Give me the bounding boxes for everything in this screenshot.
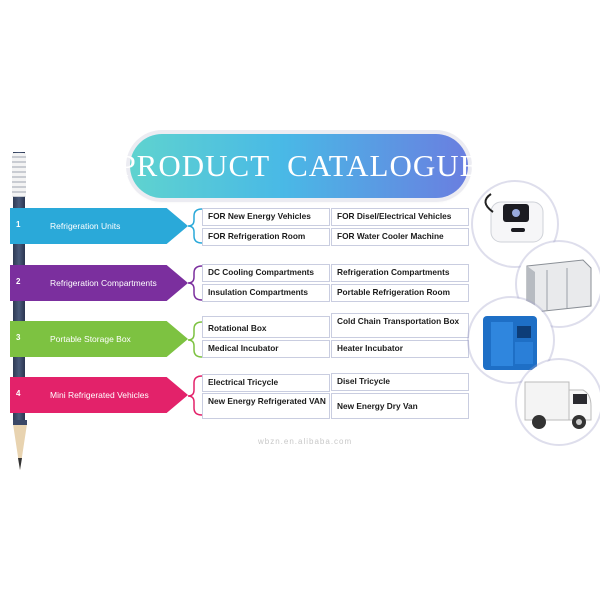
list-item[interactable]: FOR Refrigeration Room [202,228,330,246]
category-number: 3 [16,333,21,342]
category-label: Mini Refrigerated Vehicles [50,390,149,400]
storage-box-icon [483,316,537,370]
list-item[interactable]: Rotational Box [202,316,330,338]
category-number: 2 [16,277,21,286]
list-item[interactable]: Medical Incubator [202,340,330,358]
category-banner-mini-refrigerated-vehicles: 4 Mini Refrigerated Vehicles [10,377,188,413]
category-banner-portable-storage-box: 3 Portable Storage Box [10,321,188,357]
list-item[interactable]: New Energy Dry Van [331,393,469,419]
list-item[interactable]: DC Cooling Compartments [202,264,330,282]
title-banner: PRODUCT CATALOGUE [118,134,479,198]
category-label: Refrigeration Compartments [50,278,157,288]
page-title: PRODUCT CATALOGUE [118,148,480,183]
pencil-ferrule [12,153,26,197]
list-item[interactable]: Portable Refrigeration Room [331,284,469,302]
list-item[interactable]: Refrigeration Compartments [331,264,469,282]
category-label: Refrigeration Units [50,221,121,231]
mini-van-image [517,360,600,444]
brace-connectors [187,208,203,416]
list-item[interactable]: Insulation Compartments [202,284,330,302]
list-item[interactable]: FOR Disel/Electrical Vehicles [331,208,469,226]
pencil-tip-icon [13,420,27,470]
list-item[interactable]: Heater Incubator [331,340,469,358]
list-item[interactable]: Electrical Tricycle [202,374,330,392]
list-item[interactable]: FOR New Energy Vehicles [202,208,330,226]
watermark: wbzn.en.alibaba.com [258,437,353,446]
list-item[interactable]: Cold Chain Transportation Box [331,313,469,338]
category-label: Portable Storage Box [50,334,131,344]
category-banner-refrigeration-units: 1 Refrigeration Units [10,208,188,244]
list-item[interactable]: FOR Water Cooler Machine [331,228,469,246]
category-number: 4 [16,389,21,398]
list-item[interactable]: Disel Tricycle [331,373,469,391]
list-item[interactable]: New Energy Refrigerated VAN [202,393,330,419]
refrigeration-unit-icon [484,193,544,243]
category-number: 1 [16,220,21,229]
mini-van-icon [524,381,592,429]
category-banner-refrigeration-compartments: 2 Refrigeration Compartments [10,265,188,301]
